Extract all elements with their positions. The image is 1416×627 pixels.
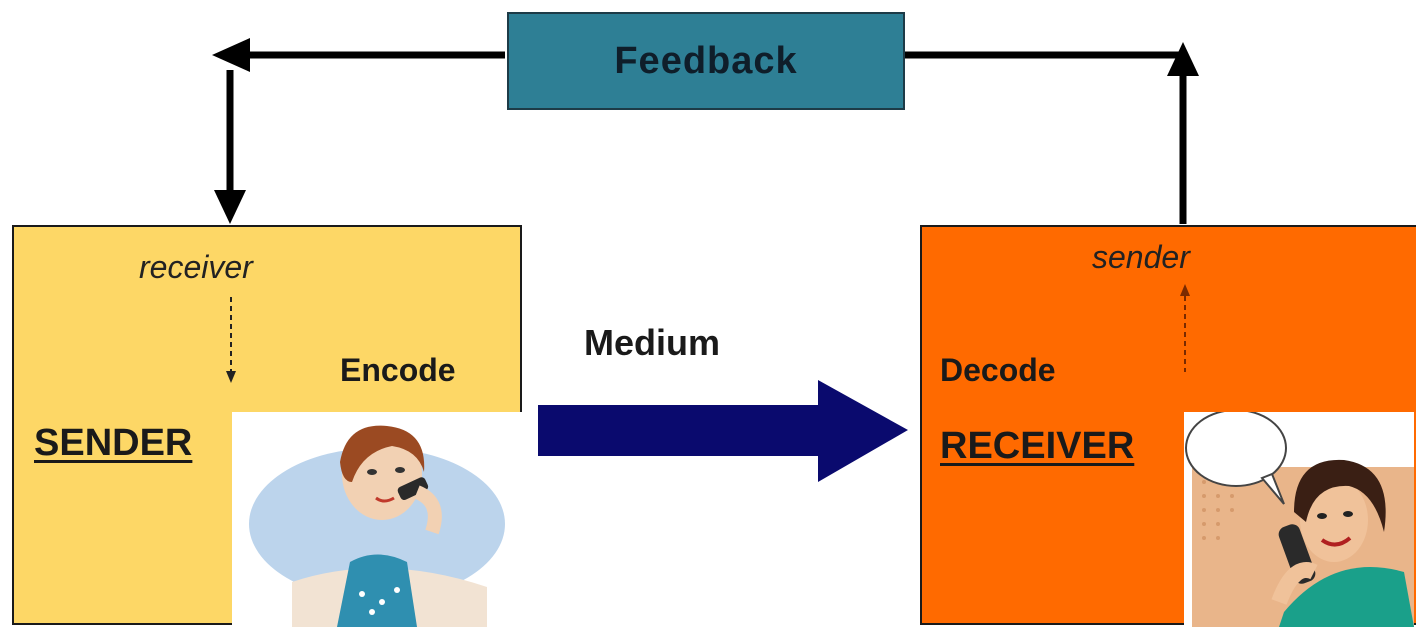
sender-role-label: SENDER — [34, 422, 193, 464]
sender-dashed-arrow — [226, 297, 236, 383]
receiver-role-label: RECEIVER — [940, 425, 1135, 467]
feedback-left-arrowhead — [212, 38, 250, 72]
receiver-up-arrowhead — [1167, 42, 1199, 76]
sender-sub-label: receiver — [139, 249, 253, 285]
connector-arrows — [212, 38, 1199, 482]
medium-label: Medium — [584, 322, 721, 363]
encode-label: Encode — [340, 352, 456, 388]
receiver-illustration — [1184, 412, 1414, 627]
decode-label: Decode — [940, 352, 1056, 388]
sender-box: receiver Encode SENDER — [12, 225, 522, 627]
receiver-box: sender Decode RECEIVER — [920, 225, 1416, 627]
medium-arrow — [538, 380, 908, 482]
feedback-box: Feedback — [507, 12, 905, 110]
sender-down-arrowhead — [214, 190, 246, 224]
receiver-dashed-arrow — [1180, 284, 1190, 372]
feedback-label: Feedback — [614, 39, 798, 82]
receiver-sub-label: sender — [1092, 239, 1190, 275]
sender-illustration — [232, 412, 522, 627]
